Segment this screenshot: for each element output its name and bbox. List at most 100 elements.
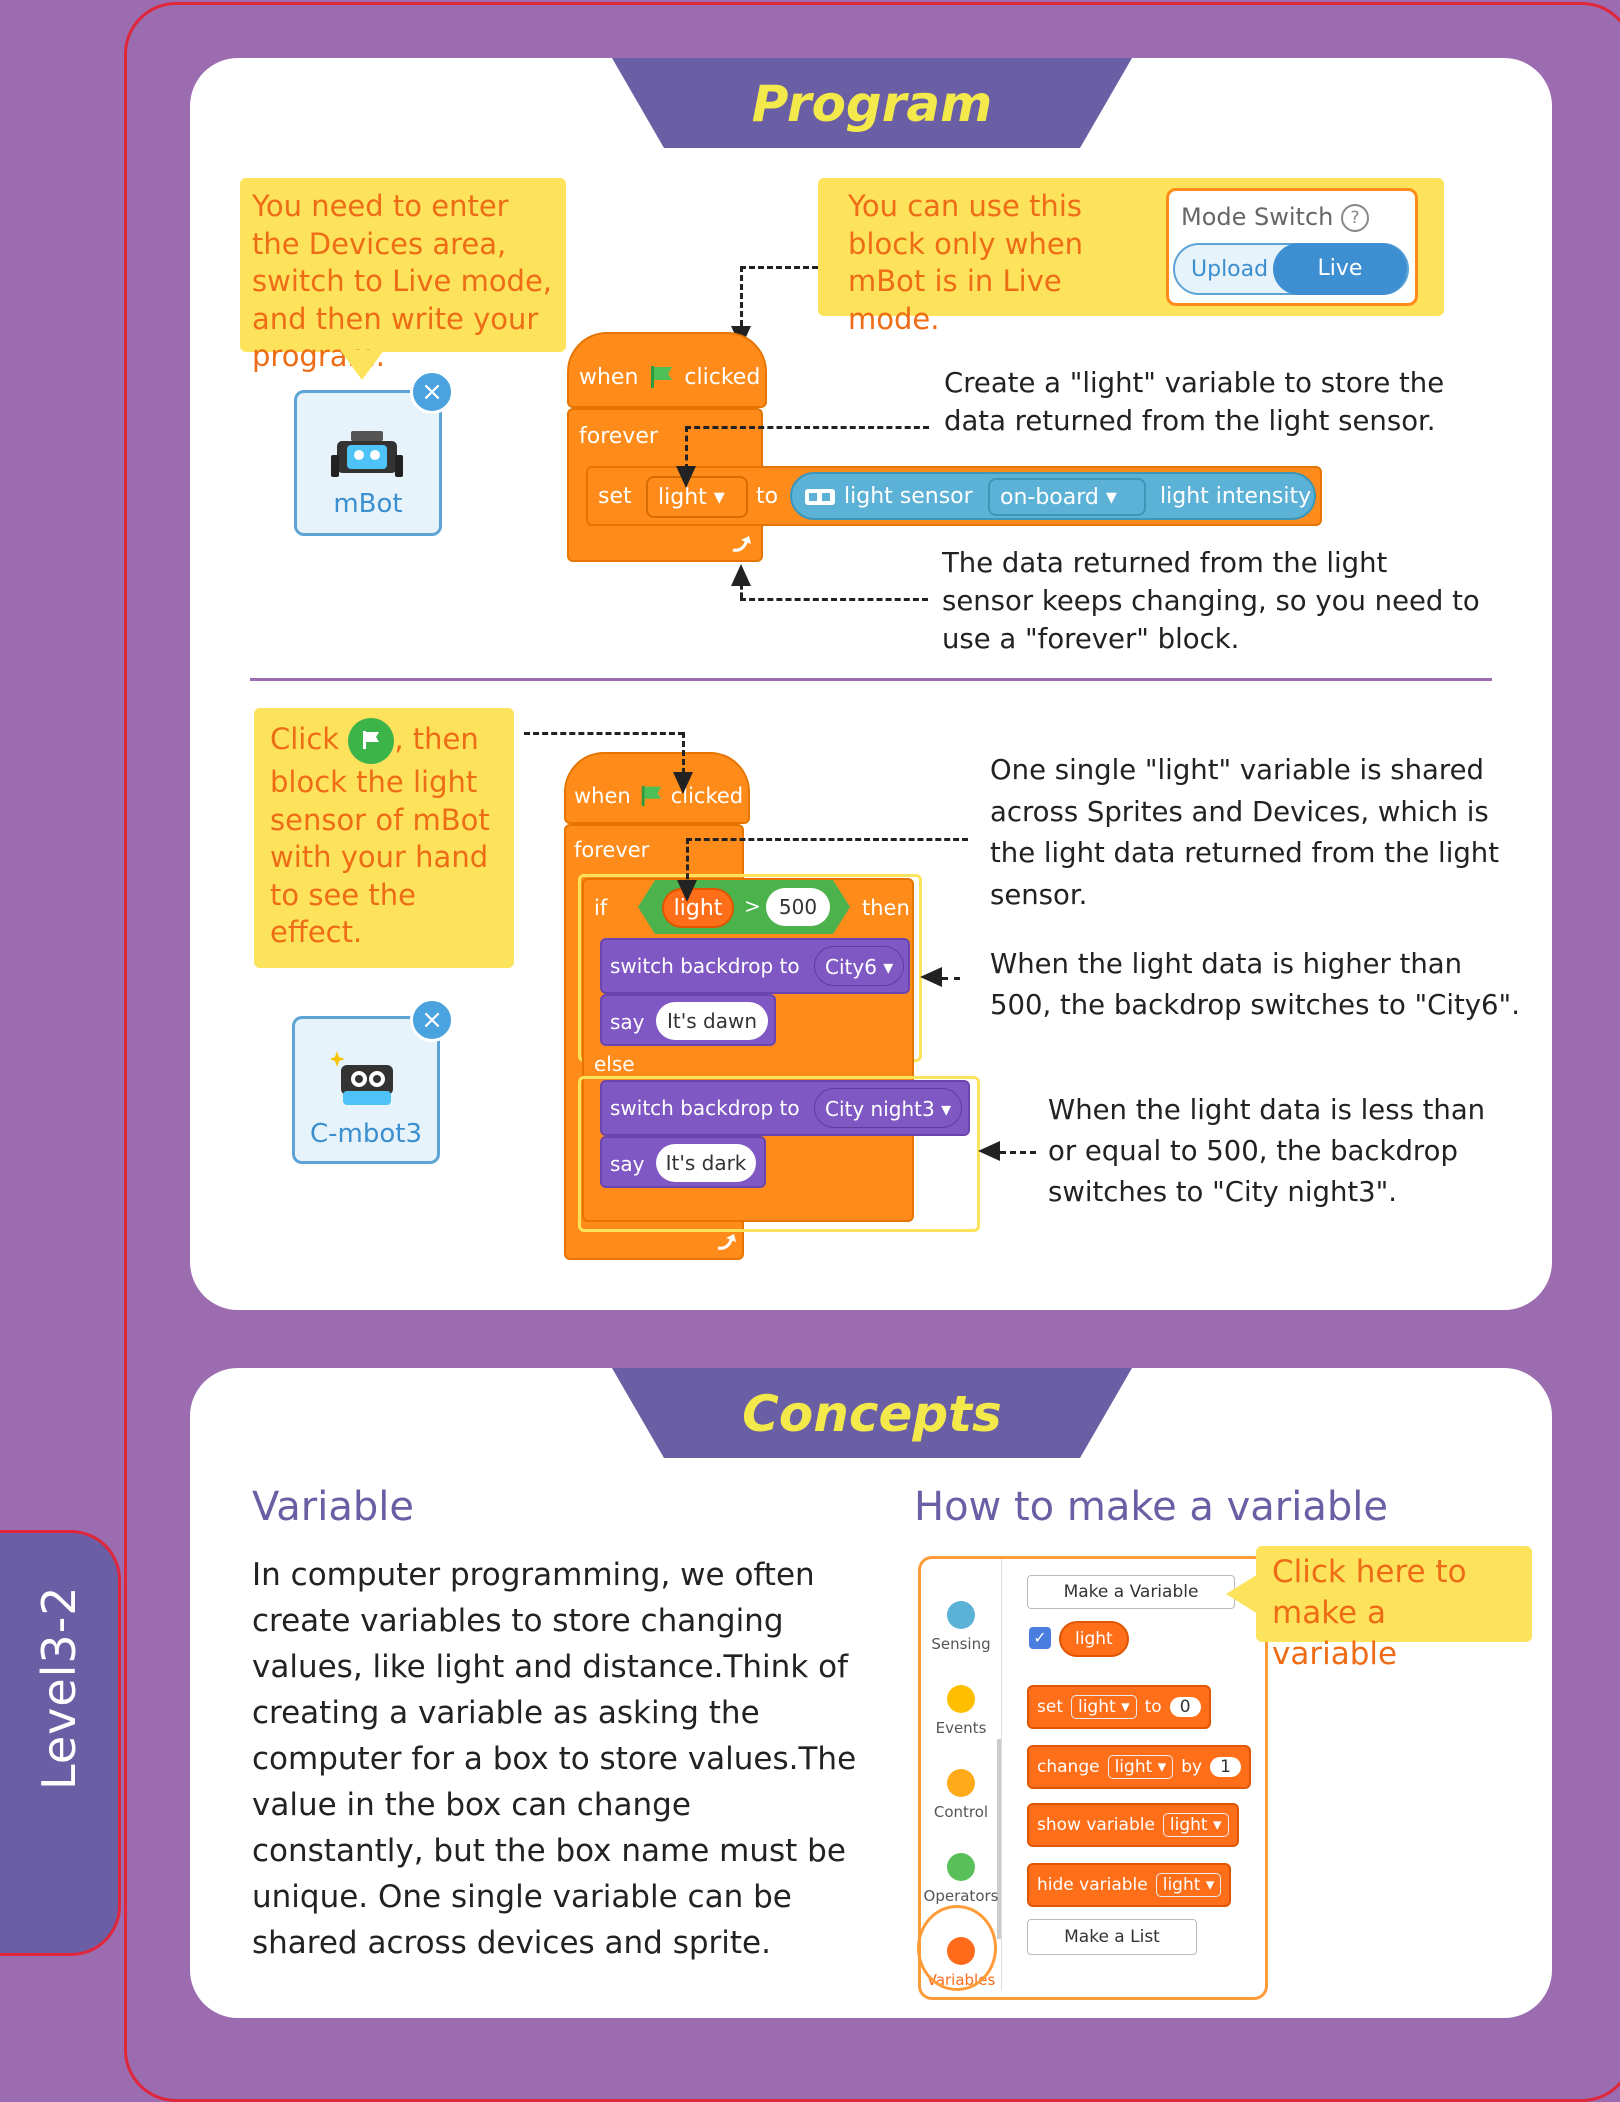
close-icon[interactable]: × xyxy=(410,998,454,1042)
variable-text: In computer programming, we often create… xyxy=(252,1557,857,1961)
connector xyxy=(682,732,685,774)
light-sensor-block[interactable]: light sensor on-board ▾ light intensity xyxy=(790,472,1316,520)
say-text-input-2[interactable]: It's dark xyxy=(656,1144,756,1182)
note-click-flag: Click , then block the light sensor of m… xyxy=(254,708,514,968)
level-tab-label: Level3-2 xyxy=(32,1585,86,1790)
variables-highlight xyxy=(917,1905,997,1991)
sprite-mbot[interactable]: mBot xyxy=(294,390,442,536)
say-block-1[interactable]: say It's dawn xyxy=(600,994,776,1046)
when-flag-clicked-block-2[interactable]: when clicked xyxy=(564,752,750,824)
loop-arrow-icon xyxy=(717,1234,736,1250)
connector xyxy=(740,266,818,269)
mode-switch-title: Mode Switch ? xyxy=(1181,203,1370,232)
mode-switch-panel: Mode Switch ? Upload Live xyxy=(1166,188,1418,306)
click-here-note: Click here to make a variable xyxy=(1256,1546,1532,1672)
cmbot-robot-icon xyxy=(331,1051,393,1105)
desc-higher: When the light data is higher than 500, … xyxy=(990,948,1520,1021)
variable-heading: Variable xyxy=(252,1484,414,1530)
section-divider xyxy=(250,678,1492,681)
switch-backdrop-block-2[interactable]: switch backdrop to City night3 ▾ xyxy=(600,1080,970,1136)
category-label: Events xyxy=(935,1719,987,1737)
set-variable-palette-block[interactable]: set light ▾ to 0 xyxy=(1027,1685,1211,1729)
loop-arrow-icon xyxy=(732,536,751,552)
change-variable-palette-block[interactable]: change light ▾ by 1 xyxy=(1027,1745,1251,1789)
category-label: Operators xyxy=(923,1887,999,1905)
light-variable-reporter-palette[interactable]: light xyxy=(1059,1621,1129,1657)
backdrop-dropdown-1[interactable]: City6 ▾ xyxy=(814,946,905,986)
howto-heading: How to make a variable xyxy=(914,1484,1388,1530)
arrow-icon xyxy=(677,880,697,902)
green-flag-icon xyxy=(641,785,661,807)
category-dot-icon xyxy=(947,1601,975,1629)
board-dropdown[interactable]: on-board ▾ xyxy=(988,478,1146,516)
category-operators[interactable]: Operators xyxy=(921,1853,1001,1905)
light-variable-reporter[interactable]: light xyxy=(662,888,734,928)
note-pointer xyxy=(1226,1574,1258,1614)
desc-shared-variable: One single "light" variable is shared ac… xyxy=(990,754,1500,911)
connector xyxy=(524,732,684,735)
say-block-2[interactable]: say It's dark xyxy=(600,1136,766,1188)
mode-switch-toggle[interactable]: Upload Live xyxy=(1173,243,1409,295)
category-dot-icon xyxy=(947,1769,975,1797)
connector xyxy=(686,838,968,841)
sprite-cmbot3-label: C-mbot3 xyxy=(309,1119,422,1149)
category-events[interactable]: Events xyxy=(921,1685,1001,1737)
live-mode-option[interactable]: Live xyxy=(1273,243,1407,295)
desc-forever: The data returned from the light sensor … xyxy=(942,547,1480,655)
concepts-banner: Concepts xyxy=(612,1368,1132,1458)
connector xyxy=(740,598,928,601)
backdrop-dropdown-2[interactable]: City night3 ▾ xyxy=(814,1088,963,1128)
category-dot-icon xyxy=(947,1853,975,1881)
say-text-input-1[interactable]: It's dawn xyxy=(656,1002,768,1040)
category-bar xyxy=(921,1559,1002,1991)
variable-dropdown[interactable]: light ▾ xyxy=(646,476,748,518)
arrow-icon xyxy=(731,564,751,586)
note-enter-devices: You need to enter the Devices area, swit… xyxy=(240,178,566,373)
arrow-icon xyxy=(676,466,696,488)
note-pointer xyxy=(340,350,384,380)
hide-variable-palette-block[interactable]: hide variable light ▾ xyxy=(1027,1863,1232,1907)
make-variable-button[interactable]: Make a Variable xyxy=(1027,1575,1235,1609)
question-circle-icon[interactable]: ? xyxy=(1341,204,1370,232)
level-tab xyxy=(0,1530,121,1956)
operator-symbol: > xyxy=(744,894,761,918)
sprite-mbot-label: mBot xyxy=(333,489,403,519)
arrow-icon xyxy=(673,772,693,794)
desc-create-variable: Create a "light" variable to store the d… xyxy=(944,367,1445,437)
mbot-robot-icon xyxy=(331,431,403,477)
switch-backdrop-block-1[interactable]: switch backdrop to City6 ▾ xyxy=(600,938,910,994)
arrow-icon xyxy=(978,1141,1000,1161)
threshold-input[interactable]: 500 xyxy=(766,888,830,926)
close-icon[interactable]: × xyxy=(410,370,454,414)
connector xyxy=(1000,1151,1036,1154)
category-sensing[interactable]: Sensing xyxy=(921,1601,1001,1653)
when-flag-clicked-block[interactable]: when clicked xyxy=(567,332,767,408)
category-label: Control xyxy=(933,1803,989,1821)
desc-lower: When the light data is less than or equa… xyxy=(1048,1094,1486,1208)
connector xyxy=(740,584,743,598)
upload-mode-option[interactable]: Upload xyxy=(1191,257,1269,282)
connector xyxy=(686,838,689,888)
palette-scrollbar[interactable] xyxy=(997,1739,1001,1939)
connector xyxy=(685,426,929,429)
concepts-title: Concepts xyxy=(742,1385,1002,1443)
make-list-button[interactable]: Make a List xyxy=(1027,1919,1197,1955)
category-dot-icon xyxy=(947,1685,975,1713)
connector xyxy=(740,266,743,326)
show-variable-palette-block[interactable]: show variable light ▾ xyxy=(1027,1803,1239,1847)
program-title: Program xyxy=(751,75,993,133)
connector xyxy=(942,977,960,980)
connector xyxy=(685,426,688,470)
program-banner: Program xyxy=(612,58,1132,148)
green-flag-icon xyxy=(348,718,395,764)
category-control[interactable]: Control xyxy=(921,1769,1001,1821)
sprite-cmbot3[interactable]: C-mbot3 xyxy=(292,1016,440,1164)
concepts-card xyxy=(190,1368,1552,2018)
set-variable-block[interactable]: set light ▾ to light sensor on-board ▾ l… xyxy=(586,466,1322,526)
green-flag-icon xyxy=(651,366,673,388)
category-label: Sensing xyxy=(931,1635,991,1653)
arrow-icon xyxy=(920,967,942,987)
variable-checkbox[interactable]: ✓ xyxy=(1029,1627,1051,1649)
mbot-board-icon xyxy=(805,489,835,505)
